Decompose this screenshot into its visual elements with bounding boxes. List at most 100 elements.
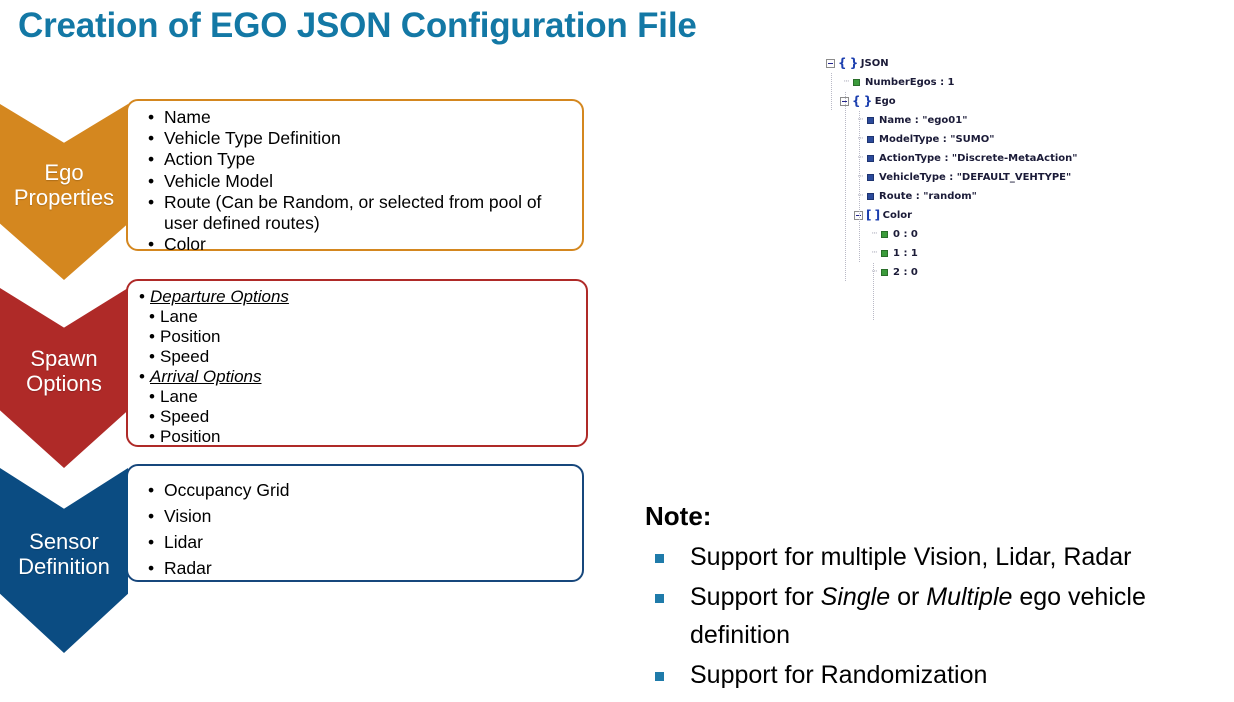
note-text-prefix: Support for — [690, 583, 821, 611]
json-tree-node[interactable]: ··· 1 : 1 — [826, 244, 1078, 263]
json-tree-node[interactable]: ··· VehicleType : "DEFAULT_VEHTYPE" — [826, 168, 1078, 187]
stage-chevron-ego: Ego Properties — [0, 104, 128, 280]
json-number-icon — [853, 79, 860, 86]
list-item: Support for Single or Multiple ego vehic… — [645, 578, 1225, 654]
list-item-label: Arrival Options — [150, 367, 262, 386]
sensor-definition-box: Occupancy Grid Vision Lidar Radar — [126, 464, 584, 582]
collapse-toggle-icon[interactable] — [840, 97, 849, 106]
tree-guide-line — [831, 73, 832, 111]
list-item: Position — [138, 427, 578, 447]
stage-chevron-ego-label-line2: Properties — [13, 185, 115, 210]
list-item: Position — [138, 327, 578, 347]
list-item: Support for multiple Vision, Lidar, Rada… — [645, 538, 1225, 576]
tree-connector-icon: ··· — [843, 77, 850, 87]
list-item-header: Arrival Options — [138, 367, 578, 387]
note-block: Note: Support for multiple Vision, Lidar… — [645, 500, 1225, 696]
list-item: Action Type — [142, 149, 574, 170]
stage-chevron-ego-label-line1: Ego — [44, 160, 84, 186]
json-tree-node[interactable]: ··· 2 : 0 — [826, 263, 1078, 282]
list-item: Color — [142, 234, 574, 255]
json-string-icon — [867, 117, 874, 124]
json-tree-view[interactable]: { }JSON···NumberEgos : 1{ }Ego···Name : … — [826, 54, 1078, 321]
json-string-icon — [867, 174, 874, 181]
page-title: Creation of EGO JSON Configuration File — [18, 6, 697, 45]
json-tree-node[interactable]: { }Ego — [826, 92, 1078, 111]
collapse-toggle-icon[interactable] — [826, 59, 835, 68]
json-string-icon — [867, 155, 874, 162]
sensor-definition-list: Occupancy Grid Vision Lidar Radar — [128, 466, 582, 581]
json-string-icon — [867, 193, 874, 200]
list-item: Name — [142, 107, 574, 128]
tree-connector-icon: ··· — [871, 229, 878, 239]
list-item-header: Departure Options — [138, 287, 578, 307]
json-tree-node[interactable]: ···0 : 0 — [826, 225, 1078, 244]
tree-connector-icon: ··· — [857, 172, 864, 182]
json-tree-node-label: Route : "random" — [879, 191, 977, 202]
list-item: Occupancy Grid — [142, 477, 574, 503]
json-tree-node-label: Color — [882, 210, 913, 221]
json-tree-node-label: NumberEgos : 1 — [865, 77, 955, 88]
tree-connector-icon: ··· — [857, 134, 864, 144]
collapse-toggle-icon[interactable] — [854, 211, 863, 220]
tree-connector-icon: ··· — [857, 153, 864, 163]
tree-guide-line — [859, 111, 860, 263]
ego-properties-list: Name Vehicle Type Definition Action Type… — [128, 101, 582, 256]
json-string-icon — [867, 136, 874, 143]
json-tree-node-label: VehicleType : "DEFAULT_VEHTYPE" — [879, 172, 1072, 183]
spawn-options-box: Departure Options Lane Position Speed Ar… — [126, 279, 588, 447]
list-item: Speed — [138, 347, 578, 367]
tree-guide-line — [873, 263, 874, 321]
json-tree-node[interactable]: { }JSON — [826, 54, 1078, 73]
json-tree-node-label: Name : "ego01" — [879, 115, 968, 126]
json-tree-node-label: JSON — [860, 58, 889, 69]
json-object-icon: { } — [852, 94, 872, 108]
list-item: Support for Randomization — [645, 656, 1225, 694]
list-item-label: Departure Options — [150, 287, 289, 306]
list-item: Vision — [142, 503, 574, 529]
json-tree-node[interactable]: ··· ActionType : "Discrete-MetaAction" — [826, 149, 1078, 168]
stage-chevron-spawn-label-line1: Spawn — [30, 346, 98, 372]
note-text-emphasis-1: Single — [820, 583, 891, 611]
note-heading: Note: — [645, 501, 712, 531]
json-tree-node-label: 1 : 1 — [893, 248, 918, 259]
list-item: Vehicle Model — [142, 171, 574, 192]
json-tree-node[interactable]: ··· Route : "random" — [826, 187, 1078, 206]
json-array-icon: [ ] — [866, 208, 880, 222]
json-tree-node-label: 2 : 0 — [893, 267, 918, 278]
json-tree-node-label: ModelType : "SUMO" — [879, 134, 995, 145]
tree-connector-icon: ··· — [871, 267, 878, 277]
tree-connector-icon: ··· — [857, 191, 864, 201]
json-tree-node-label: ActionType : "Discrete-MetaAction" — [879, 153, 1078, 164]
json-tree-node-label: Ego — [874, 96, 896, 107]
tree-guide-line — [845, 92, 846, 282]
note-text-prefix: Support for Randomization — [690, 661, 988, 689]
json-tree-node[interactable]: ··· ModelType : "SUMO" — [826, 130, 1078, 149]
json-number-icon — [881, 269, 888, 276]
stage-chevron-sensor: Sensor Definition — [0, 468, 128, 653]
list-item: Route (Can be Random, or selected from p… — [142, 192, 574, 234]
spawn-options-list: Departure Options Lane Position Speed Ar… — [128, 281, 586, 447]
json-tree-node[interactable]: ··· Name : "ego01" — [826, 111, 1078, 130]
stage-chevron-spawn-label-line2: Options — [26, 371, 102, 396]
stage-chevron-spawn: Spawn Options — [0, 288, 128, 468]
note-text-emphasis-2: Multiple — [926, 583, 1013, 611]
tree-connector-icon: ··· — [871, 248, 878, 258]
list-item: Lane — [138, 387, 578, 407]
list-item: Lane — [138, 307, 578, 327]
json-tree-node[interactable]: ··· NumberEgos : 1 — [826, 73, 1078, 92]
note-text-suffix: ego vehicle definition — [690, 583, 1146, 649]
stage-chevron-sensor-label-line1: Sensor — [29, 528, 99, 554]
note-list: Support for multiple Vision, Lidar, Rada… — [645, 538, 1225, 694]
list-item: Lidar — [142, 529, 574, 555]
note-text-prefix: Support for multiple Vision, Lidar, Rada… — [690, 543, 1132, 571]
list-item: Vehicle Type Definition — [142, 128, 574, 149]
json-number-icon — [881, 250, 888, 257]
ego-properties-box: Name Vehicle Type Definition Action Type… — [126, 99, 584, 256]
stage-chevron-sensor-label-line2: Definition — [18, 553, 110, 579]
list-item: Radar — [142, 555, 574, 581]
json-tree-node[interactable]: [ ]Color — [826, 206, 1078, 225]
json-object-icon: { } — [838, 56, 858, 70]
list-item: Speed — [138, 407, 578, 427]
note-text-mid: or — [890, 583, 927, 611]
tree-connector-icon: ··· — [857, 115, 864, 125]
